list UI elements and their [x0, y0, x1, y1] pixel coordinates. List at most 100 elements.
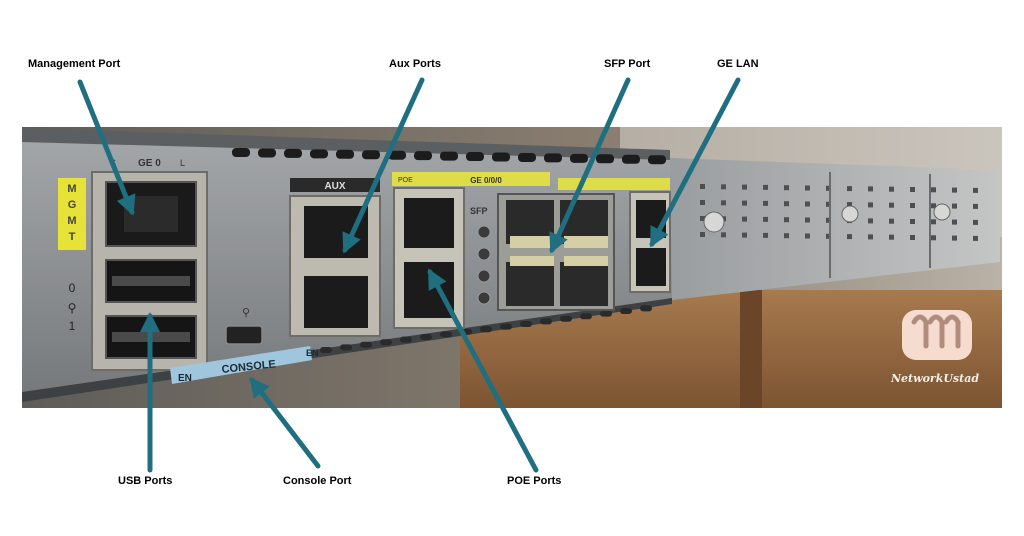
aux-label: AUX	[324, 181, 345, 192]
ge000-header-label: GE 0/0/0	[470, 176, 502, 185]
vent-dot	[742, 216, 747, 222]
vent-dot	[784, 201, 789, 207]
label-console-port: Console Port	[283, 475, 352, 487]
vent-slot-bottom	[640, 305, 652, 312]
vent-dot	[805, 201, 810, 207]
vent-dot	[826, 185, 831, 191]
vent-slot-bottom	[620, 308, 632, 314]
poe-header-label: POE	[398, 177, 413, 184]
vent-dot	[910, 203, 915, 208]
vent-slot-bottom	[560, 315, 572, 322]
vent-dot	[952, 219, 957, 225]
vent-dot	[721, 232, 726, 238]
vent-slot	[492, 152, 510, 162]
vent-dot	[700, 184, 705, 189]
vent-slot	[232, 148, 250, 157]
vent-dot	[784, 217, 789, 223]
arrow-poe-ports-head	[428, 268, 447, 291]
ge0-l-label: L	[180, 158, 185, 168]
usb-port-0-tongue	[112, 276, 190, 286]
label-management-port: Management Port	[28, 58, 121, 70]
vent-slot	[518, 152, 536, 162]
arrow-console-port	[249, 377, 321, 469]
vent-slot-bottom	[520, 321, 532, 327]
label-poe-ports: POE Ports	[507, 475, 562, 487]
arrow-usb-ports-head	[140, 312, 160, 332]
vent-dot	[742, 184, 747, 190]
vent-dot	[952, 203, 957, 209]
usb-symbol-icon: ⚲	[68, 301, 77, 315]
vent-dot	[847, 202, 852, 208]
vent-slot-bottom	[500, 323, 512, 330]
label-aux-ports: Aux Ports	[389, 58, 441, 70]
usb-0-label: 0	[69, 281, 76, 295]
vent-slot-bottom	[600, 310, 612, 317]
vent-dot	[931, 187, 936, 193]
ge-lan-port-2	[636, 248, 666, 286]
vent-dot	[868, 218, 873, 224]
vent-dot	[700, 200, 705, 205]
vent-dot	[910, 219, 915, 224]
vent-slot-bottom	[420, 334, 432, 340]
vent-slot-bottom	[580, 313, 592, 320]
vent-dot	[784, 233, 789, 239]
vent-dot	[784, 185, 789, 191]
vent-dot	[931, 219, 936, 225]
vent-dot	[868, 186, 873, 192]
mgmt-letter: G	[68, 199, 77, 211]
sfp-slot-3	[506, 262, 554, 306]
arrow-management-port-head	[116, 193, 136, 216]
vent-dot	[889, 202, 894, 208]
vent-slot	[596, 154, 614, 164]
poe-led	[477, 247, 491, 261]
callout-arrows	[77, 77, 741, 473]
vent-dot	[763, 200, 768, 206]
poe-port-1	[404, 198, 454, 248]
vent-dot	[805, 217, 810, 223]
vent-slot-bottom	[400, 336, 412, 343]
vent-slot	[622, 154, 640, 164]
poe-led	[477, 269, 491, 283]
vent-dot	[973, 235, 978, 241]
usb-1-label: 1	[69, 319, 76, 333]
thumb-screw-3	[933, 203, 951, 221]
vent-slot-bottom	[380, 339, 392, 346]
networkustad-logo: NetworkUstad	[890, 310, 979, 385]
vent-dot	[826, 233, 831, 239]
arrow-console-port-head	[249, 376, 270, 399]
mgmt-tag	[58, 178, 86, 250]
vent-slot	[414, 151, 432, 161]
vent-dot	[973, 219, 978, 225]
arrow-aux-ports	[342, 77, 425, 253]
vent-dot	[763, 232, 768, 238]
vent-dot	[889, 218, 894, 224]
vent-slot	[570, 153, 588, 163]
router-chassis-right	[670, 158, 1000, 300]
vent-slot	[544, 153, 562, 163]
vent-slot-bottom	[540, 318, 552, 325]
vent-slot-bottom	[340, 344, 352, 351]
vent-slots	[220, 148, 666, 366]
vent-dot	[889, 234, 894, 240]
vent-dot	[952, 187, 957, 193]
mgmt-letter: M	[67, 215, 76, 227]
ge-header-right	[558, 178, 670, 190]
sfp-slot-4	[560, 262, 608, 306]
ge0-label: GE 0	[138, 158, 161, 169]
vent-dot	[868, 234, 873, 240]
vent-slot	[388, 150, 406, 160]
chassis-top-edge	[22, 128, 670, 160]
arrow-ge-lan	[649, 77, 741, 247]
console-label: CONSOLE	[221, 358, 276, 376]
vent-slot	[648, 155, 666, 165]
vent-dot	[700, 216, 705, 221]
sfp-latch-4	[564, 256, 608, 266]
vent-dot	[763, 184, 768, 190]
vent-dot	[910, 187, 915, 192]
table-post	[740, 290, 762, 408]
vent-dot	[910, 235, 915, 240]
poe-header	[392, 172, 550, 186]
label-sfp-port: SFP Port	[604, 58, 651, 70]
